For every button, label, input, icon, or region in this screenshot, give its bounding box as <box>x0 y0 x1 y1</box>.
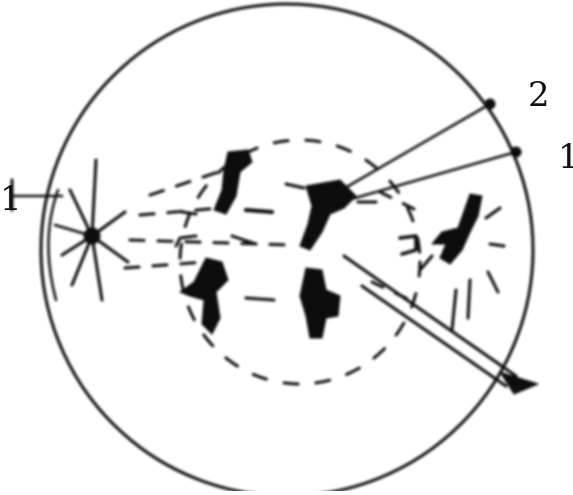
pointer-dot-1 <box>511 147 521 157</box>
pointer-line-1 <box>348 152 516 200</box>
label-marker-top-inner: 1 <box>558 137 573 177</box>
left-edge-arc <box>48 190 58 300</box>
chromosome-lower-center <box>300 268 340 338</box>
left-aster <box>55 160 128 300</box>
chromosome-upper-left <box>182 150 272 214</box>
label-marker-left: 1 <box>0 179 22 219</box>
pointer-line-2 <box>338 104 490 192</box>
right-aster <box>400 194 504 330</box>
pointer-dot-2 <box>485 99 495 109</box>
spindle-fibers-left <box>125 168 290 268</box>
chromosome-center <box>286 180 376 250</box>
spindle-fibers-right <box>372 192 420 300</box>
chromosome-lower-left <box>180 258 274 334</box>
lower-right-arrow <box>344 256 538 394</box>
label-marker-top-outer: 2 <box>528 75 550 115</box>
